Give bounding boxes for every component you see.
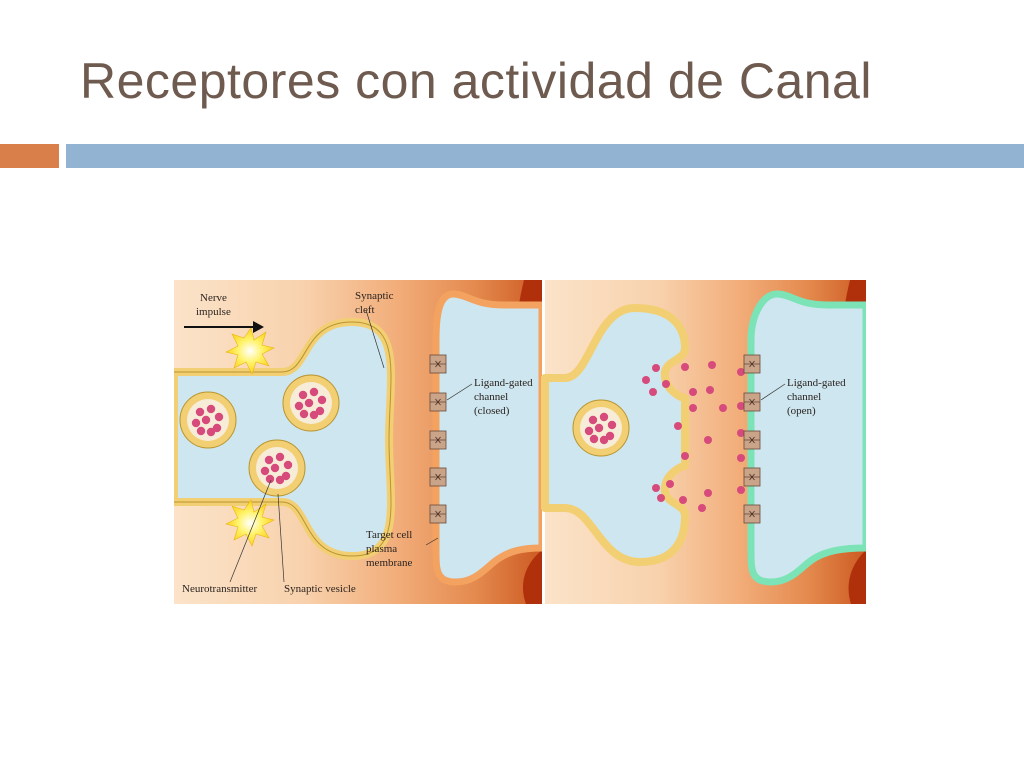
open-channel-1 — [743, 354, 761, 374]
open-channel-3 — [743, 430, 761, 450]
leader-line-open — [760, 383, 786, 401]
left-panel: Nerve impulse Synaptic cleft Ligand-gate… — [174, 280, 546, 604]
closed-channel-2 — [429, 392, 447, 412]
closed-channel-1 — [429, 354, 447, 374]
nerve-impulse-arrow — [184, 321, 264, 333]
synaptic-vesicle-3 — [248, 439, 306, 497]
label-ligand-gated-channel-closed: Ligand-gated channel (closed) — [474, 377, 535, 417]
impulse-burst-top — [225, 327, 275, 375]
synapse-figure: Nerve impulse Synaptic cleft Ligand-gate… — [174, 280, 866, 604]
accent-bar-blue — [66, 144, 1024, 168]
open-channel-4 — [743, 467, 761, 487]
dark-tissue-bottom — [522, 550, 542, 604]
label-target-cell-membrane: Target cell plasma membrane — [366, 529, 415, 569]
impulse-burst-bottom — [225, 499, 275, 547]
postsynaptic-cell-right — [747, 290, 866, 586]
synapse-diagram: Nerve impulse Synaptic cleft Ligand-gate… — [174, 280, 866, 604]
open-channel-5 — [743, 504, 761, 524]
label-synaptic-cleft: Synaptic cleft — [355, 290, 396, 316]
synaptic-vesicle-2 — [282, 374, 340, 432]
label-neurotransmitter: Neurotransmitter — [182, 583, 257, 595]
label-nerve-impulse: Nerve impulse — [196, 292, 231, 318]
dark-tissue-bottom-right — [848, 550, 866, 604]
open-channel-2 — [743, 392, 761, 412]
closed-channel-3 — [429, 430, 447, 450]
label-ligand-gated-channel-open: Ligand-gated channel (open) — [787, 377, 848, 417]
right-panel: Ligand-gated channel (open) — [541, 280, 866, 604]
accent-bar-orange — [0, 144, 59, 168]
label-synaptic-vesicle: Synaptic vesicle — [284, 583, 356, 595]
released-neurotransmitters — [642, 361, 745, 512]
closed-channel-5 — [429, 504, 447, 524]
synaptic-vesicle-right — [572, 399, 630, 457]
leader-lines-left — [229, 309, 473, 583]
closed-channel-4 — [429, 467, 447, 487]
postsynaptic-cell — [432, 290, 546, 586]
slide-title: Receptores con actividad de Canal — [80, 53, 872, 109]
synaptic-vesicle-1 — [179, 391, 237, 449]
